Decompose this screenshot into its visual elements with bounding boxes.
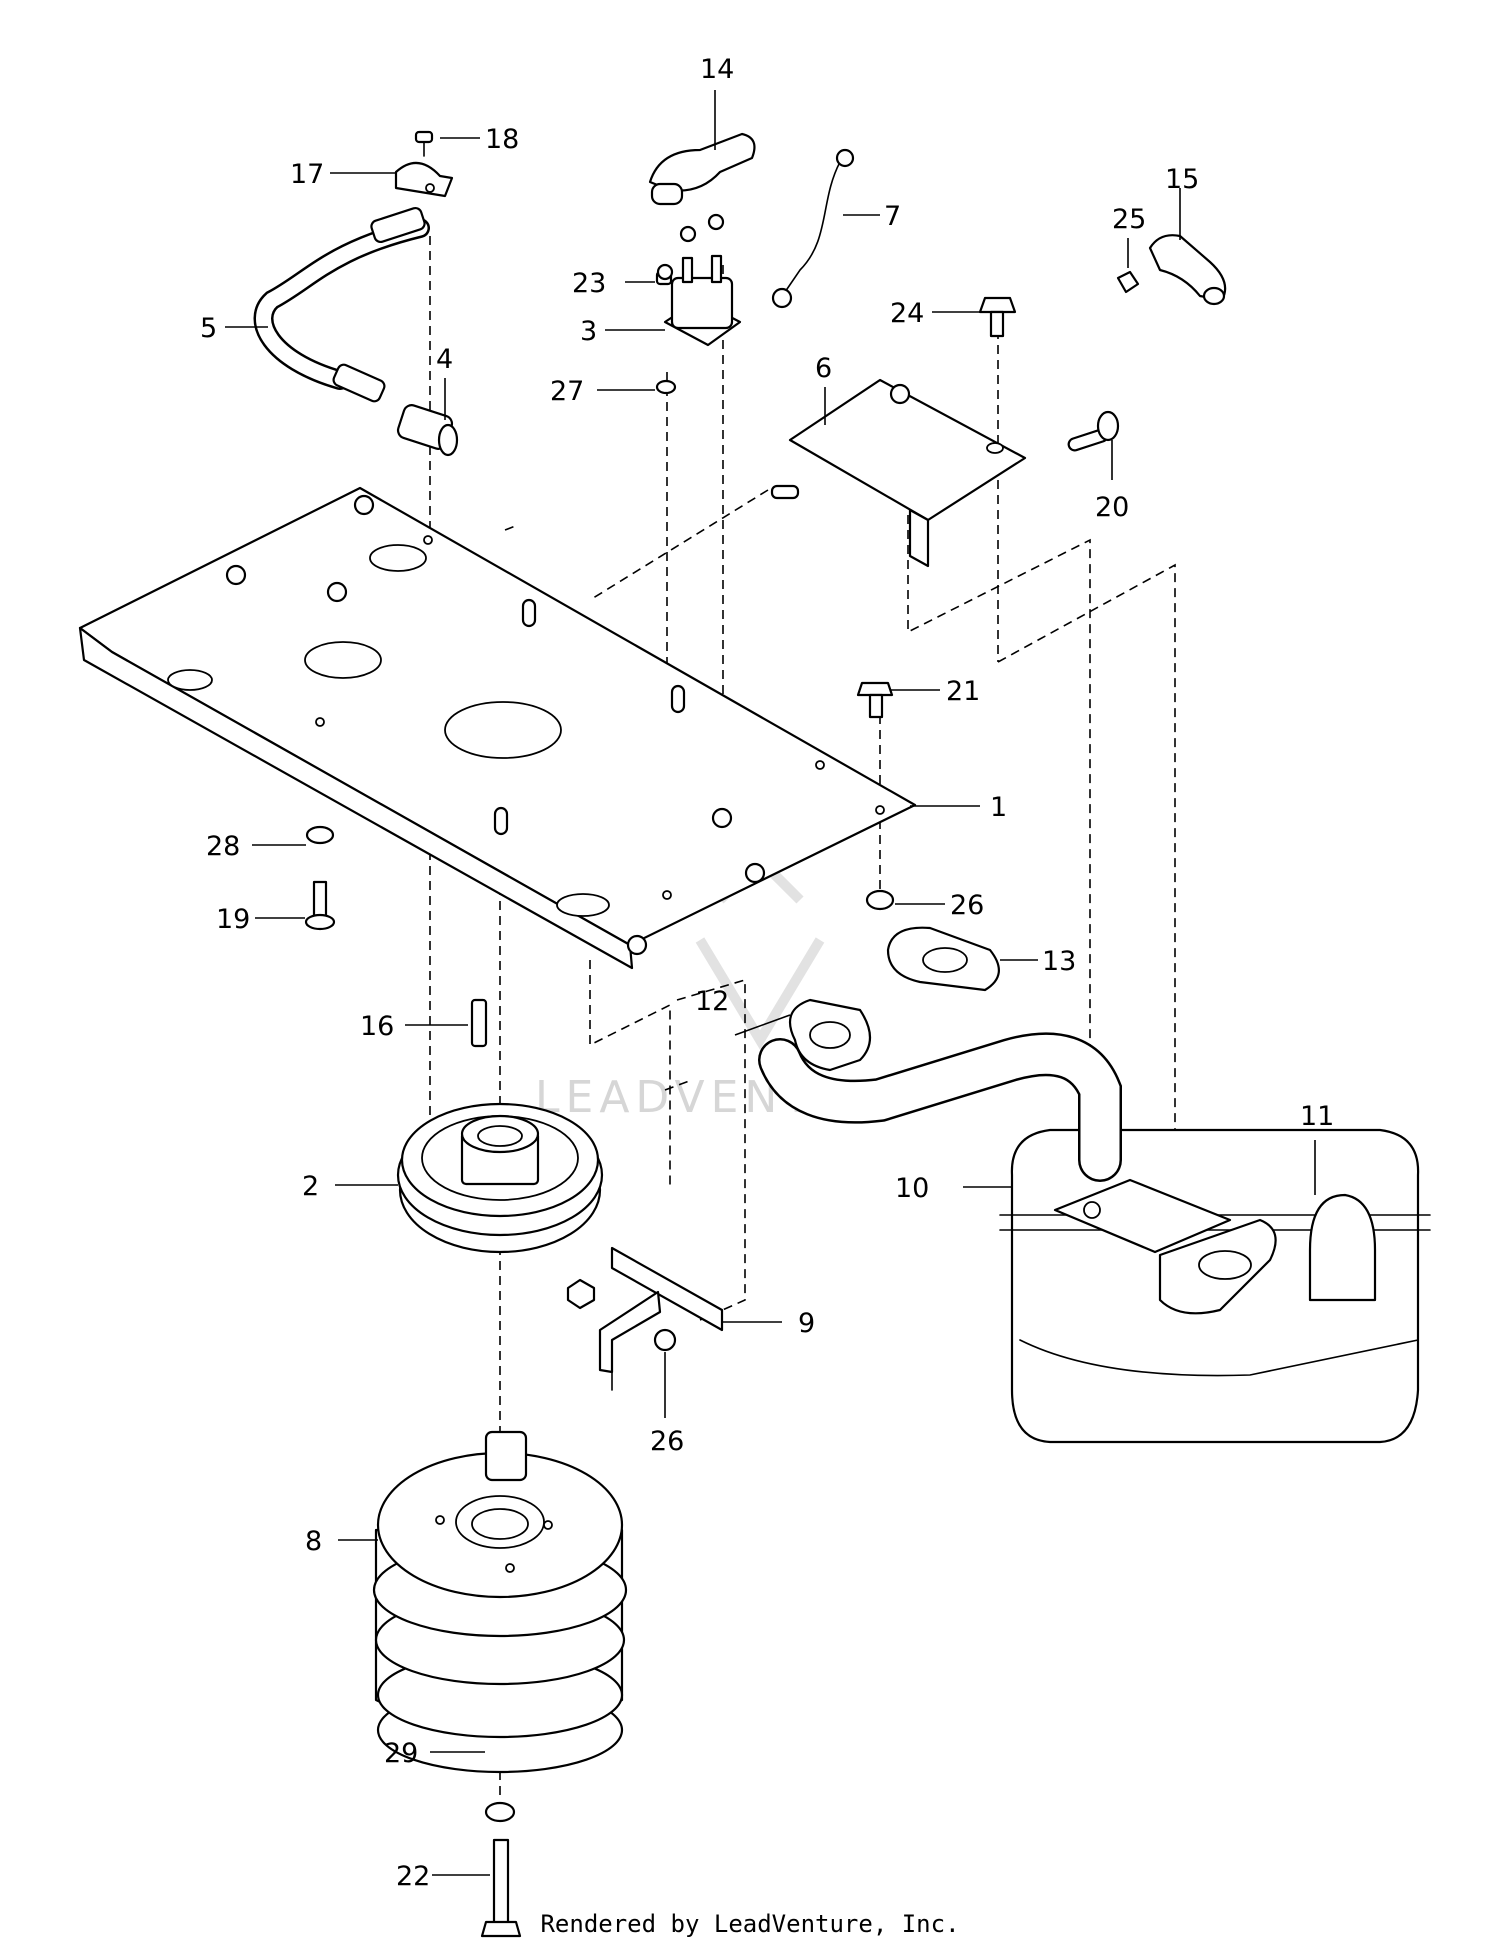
shaft-key bbox=[470, 998, 488, 1048]
callout-25: 25 bbox=[1112, 204, 1146, 235]
callout-29: 29 bbox=[384, 1738, 418, 1769]
callout-18: 18 bbox=[485, 124, 519, 155]
bolt-24 bbox=[978, 296, 1017, 338]
small-hardware bbox=[566, 263, 895, 1352]
callout-4: 4 bbox=[436, 344, 453, 375]
washer-and-clutch-bolt bbox=[480, 1801, 522, 1938]
electric-clutch bbox=[372, 1430, 628, 1774]
engine-bracket bbox=[770, 378, 1027, 568]
callout-labels: 14 18 17 5 4 6 7 23 3 27 24 15 25 20 21 … bbox=[200, 54, 1334, 1892]
callout-26-lower: 26 bbox=[650, 1426, 684, 1457]
callout-2: 2 bbox=[302, 1171, 319, 1202]
mounting-plate bbox=[78, 486, 917, 970]
callout-13: 13 bbox=[1042, 946, 1076, 977]
callout-8: 8 bbox=[305, 1526, 322, 1557]
callout-22: 22 bbox=[396, 1861, 430, 1892]
clutch-bracket bbox=[598, 1246, 724, 1391]
callout-21: 21 bbox=[946, 676, 980, 707]
callout-24: 24 bbox=[890, 298, 924, 329]
fuel-hose bbox=[253, 206, 430, 403]
pulley bbox=[396, 1102, 604, 1254]
callout-10: 10 bbox=[895, 1173, 929, 1204]
solenoid bbox=[655, 213, 742, 395]
callout-17: 17 bbox=[290, 159, 324, 190]
muffler-assembly bbox=[758, 926, 1431, 1444]
ground-cable bbox=[771, 148, 855, 309]
callout-15: 15 bbox=[1165, 164, 1199, 195]
callout-27: 27 bbox=[550, 376, 584, 407]
callout-6: 6 bbox=[815, 353, 832, 384]
callout-3: 3 bbox=[580, 316, 597, 347]
callout-7: 7 bbox=[884, 201, 901, 232]
render-credit: Rendered by LeadVenture, Inc. bbox=[540, 1910, 960, 1938]
washer-and-bolt bbox=[304, 825, 336, 931]
hose-clamp bbox=[394, 130, 454, 198]
callout-23: 23 bbox=[572, 268, 606, 299]
callout-5: 5 bbox=[200, 313, 217, 344]
callout-14: 14 bbox=[700, 54, 734, 85]
terminal-cap bbox=[648, 132, 756, 206]
callout-16: 16 bbox=[360, 1011, 394, 1042]
callout-26-upper: 26 bbox=[950, 890, 984, 921]
callout-20: 20 bbox=[1095, 492, 1129, 523]
callout-11: 11 bbox=[1300, 1101, 1334, 1132]
elbow-fitting bbox=[1116, 234, 1227, 306]
hose-fitting bbox=[396, 404, 459, 457]
callout-9: 9 bbox=[798, 1308, 815, 1339]
callout-19: 19 bbox=[216, 904, 250, 935]
callout-1: 1 bbox=[990, 792, 1007, 823]
callout-28: 28 bbox=[206, 831, 240, 862]
leader-lines bbox=[225, 90, 1316, 1876]
callout-12: 12 bbox=[695, 986, 729, 1017]
pin-20 bbox=[1067, 410, 1120, 452]
